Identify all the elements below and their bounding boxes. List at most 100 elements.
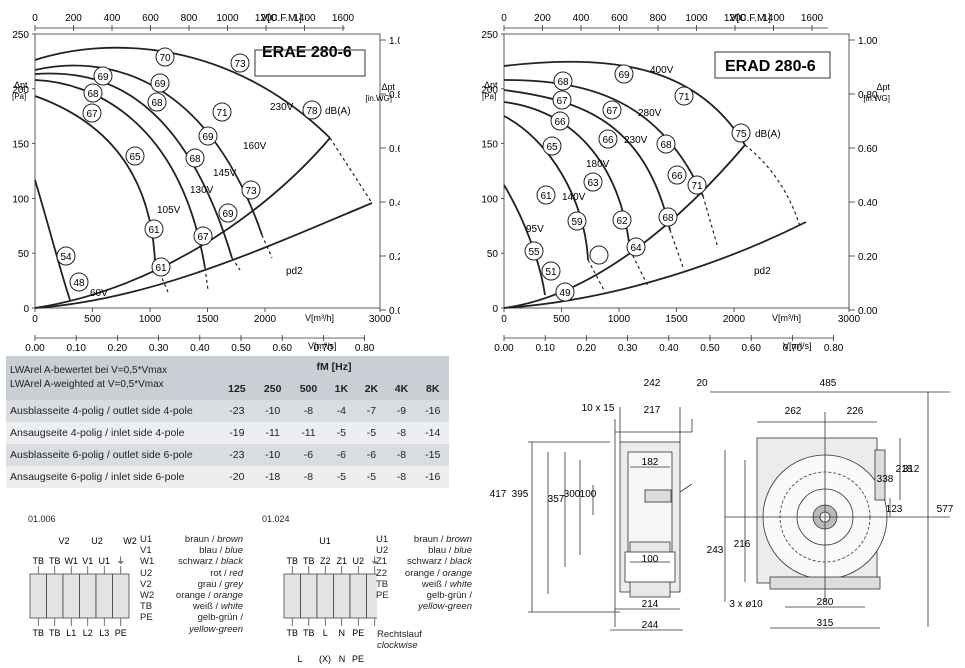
table-cell: -6 — [356, 444, 387, 466]
terminal-label: PE — [115, 628, 127, 638]
cfm-tick-label: 800 — [650, 13, 667, 24]
terminal-label: U1 — [98, 556, 110, 566]
table-cell: -10 — [254, 444, 291, 466]
wire-code: Z1 — [376, 556, 388, 568]
noise-value: 65 — [129, 152, 141, 163]
noise-marker — [626, 237, 646, 257]
terminal-label: L — [323, 628, 328, 638]
frequency-header: 1K — [326, 378, 357, 400]
pa-tick-label: 50 — [18, 249, 30, 260]
m3h-tick-label: 1500 — [196, 314, 219, 325]
terminal — [62, 573, 80, 619]
noise-value: 65 — [546, 142, 558, 153]
wire-label: (X) — [319, 654, 331, 664]
noise-marker — [667, 165, 687, 185]
cfm-tick-label: 800 — [181, 13, 198, 24]
table-cell: -18 — [254, 466, 291, 488]
dimension-label: 243 — [707, 545, 724, 556]
noise-marker — [602, 100, 622, 120]
wire-code: Z2 — [376, 567, 388, 579]
fm-header: fM [Hz] — [219, 356, 449, 378]
terminal — [349, 573, 367, 619]
noise-marker — [658, 207, 678, 227]
table-row: Ansaugseite 6-polig / inlet side 6-pole-… — [6, 466, 449, 488]
m3h-tick-label: 500 — [553, 314, 570, 325]
system-curve — [34, 137, 331, 309]
table-cell: -5 — [356, 466, 387, 488]
dimension-label: 218 — [896, 464, 913, 475]
inwg-tick-label: 0.00 — [858, 306, 878, 317]
cfm-tick-label: 1400 — [762, 13, 785, 24]
terminal-label: L3 — [99, 628, 109, 638]
noise-marker — [552, 90, 572, 110]
wire-color: rot / red — [210, 567, 243, 579]
row-label: Ausblasseite 6-polig / outlet side 6-pol… — [6, 444, 219, 466]
terminal-label: Z2 — [320, 556, 331, 566]
noise-marker — [193, 226, 213, 246]
cfm-unit: V[C.F.M.] — [730, 13, 771, 24]
wire-code: W2 — [140, 590, 155, 601]
noise-marker — [524, 241, 544, 261]
table-cell: -6 — [290, 444, 327, 466]
wire-color: yellow-green — [418, 601, 472, 613]
terminal-label: W1 — [65, 556, 79, 566]
m3s-tick-label: 0.50 — [231, 343, 251, 352]
cfm-tick-label: 1200 — [255, 13, 278, 24]
cfm-tick-label: 1000 — [216, 13, 239, 24]
pa-unit: [Pa] — [482, 92, 496, 101]
terminal-label: TB — [49, 628, 61, 638]
noise-marker — [598, 129, 618, 149]
pa-tick-label: 250 — [12, 30, 29, 41]
pd2-label: pd2 — [286, 266, 303, 277]
pa-tick-label: 0 — [23, 304, 29, 315]
m3s-tick-label: 0.60 — [272, 343, 292, 352]
pa-tick-label: 200 — [12, 85, 29, 96]
pa-tick-label: 150 — [481, 140, 498, 151]
table-cell: -16 — [416, 400, 449, 422]
legend-item: yellow-green — [140, 624, 243, 635]
m3s-tick-label: 0.80 — [824, 343, 844, 352]
inwg-tick-label: 0.80 — [389, 90, 400, 101]
noise-value: 71 — [678, 92, 690, 103]
noise-marker — [93, 66, 113, 86]
wire-label: W2 — [123, 536, 137, 546]
pa-tick-label: 0 — [492, 304, 498, 315]
pd2-curve — [34, 202, 373, 309]
noise-value: 69 — [154, 79, 166, 90]
frequency-header: 500 — [290, 378, 327, 400]
m3h-tick-label: 1000 — [608, 314, 631, 325]
terminal — [29, 573, 47, 619]
noise-value: 73 — [245, 186, 257, 197]
noise-value: 64 — [630, 243, 642, 254]
noise-value: 68 — [662, 213, 674, 224]
plot-area — [34, 33, 381, 309]
dimension-label: 123 — [886, 504, 903, 515]
m3h-unit: V[m³/h] — [772, 313, 801, 323]
inwg-tick-label: 0.60 — [389, 144, 400, 155]
m3s-tick-label: 0.40 — [190, 343, 210, 352]
wire-label: V2 — [58, 536, 69, 546]
m3s-tick-label: 0.20 — [577, 343, 597, 352]
wire-code: PE — [140, 612, 153, 624]
dimension-label: 216 — [734, 539, 751, 550]
dimension-label: 20 — [696, 378, 708, 389]
table-header-left: LWArel A-bewertet bei V=0,5*Vmax LWArel … — [6, 356, 219, 400]
table-cell: -10 — [254, 400, 291, 422]
frequency-header: 2K — [356, 378, 387, 400]
m3h-tick-label: 3000 — [369, 314, 392, 325]
wire-code: TB — [140, 601, 153, 613]
pa-tick-label: 100 — [481, 194, 498, 205]
dimension-label: 100 — [580, 489, 597, 500]
row-label: Ansaugseite 4-polig / inlet side 4-pole — [6, 422, 219, 444]
table-cell: -23 — [219, 400, 255, 422]
noise-marker — [536, 185, 556, 205]
table-cell: -20 — [219, 466, 255, 488]
